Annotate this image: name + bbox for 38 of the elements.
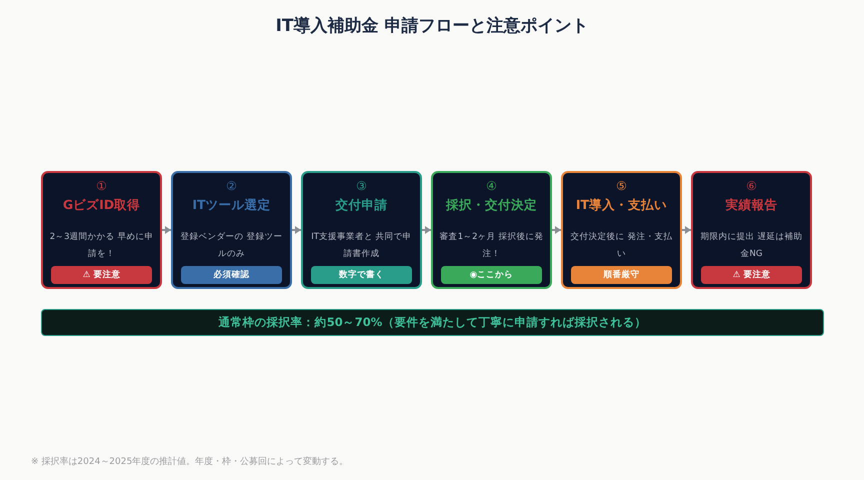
- arrow: [292, 226, 301, 234]
- step-number: ④: [486, 179, 497, 193]
- step-number: ⑥: [746, 179, 757, 193]
- tag-badge: ◉ここから: [441, 266, 542, 284]
- tag-badge: ⚠ 要注意: [51, 266, 152, 284]
- info-banner: 通常枠の採択率：約50～70%（要件を満たして丁寧に申請すれば採択される）: [41, 309, 824, 336]
- step-title: IT導入・支払い: [576, 197, 668, 214]
- step-card: [561, 171, 682, 289]
- step-number: ③: [356, 179, 367, 193]
- step-description: 登録ベンダーの 登録ツールのみ: [180, 231, 284, 261]
- step-number: ⑤: [616, 179, 627, 193]
- step-card: [171, 171, 292, 289]
- tag-badge: ⚠ 要注意: [701, 266, 802, 284]
- title: IT導入補助金 申請フローと注意ポイント: [276, 15, 588, 37]
- step-card: [691, 171, 812, 289]
- step-description: IT支援事業者と 共同で申請書作成: [310, 231, 413, 261]
- step-number: ①: [96, 179, 107, 193]
- step-card: [41, 171, 162, 289]
- arrow: [162, 226, 171, 234]
- step-description: 交付決定後に 発注・支払い: [570, 230, 674, 261]
- arrow: [682, 226, 691, 234]
- tag-badge: 順番厳守: [571, 266, 672, 284]
- arrow: [422, 226, 431, 234]
- step-description: 審査1～2ヶ月 採択後に発注！: [439, 230, 544, 261]
- step-title: 採択・交付決定: [446, 197, 537, 214]
- step-title: ITツール選定: [192, 197, 271, 214]
- step-number: ②: [226, 179, 237, 193]
- arrow: [552, 226, 561, 234]
- tag-badge: 数字で書く: [311, 266, 412, 284]
- footnote: ※ 採択率は2024～2025年度の推計値。年度・枠・公募回によって変動する。: [31, 456, 348, 468]
- step-card: [431, 171, 552, 289]
- step-description: 2～3週間かかる 早めに申請を！: [49, 231, 154, 261]
- step-card: [301, 171, 422, 289]
- step-title: 実績報告: [726, 197, 778, 214]
- step-title: 交付申請: [336, 197, 388, 214]
- step-description: 期限内に提出 遅延は補助金NG: [700, 231, 804, 261]
- tag-badge: 必須確認: [181, 266, 282, 284]
- step-title: GビズID取得: [62, 197, 140, 214]
